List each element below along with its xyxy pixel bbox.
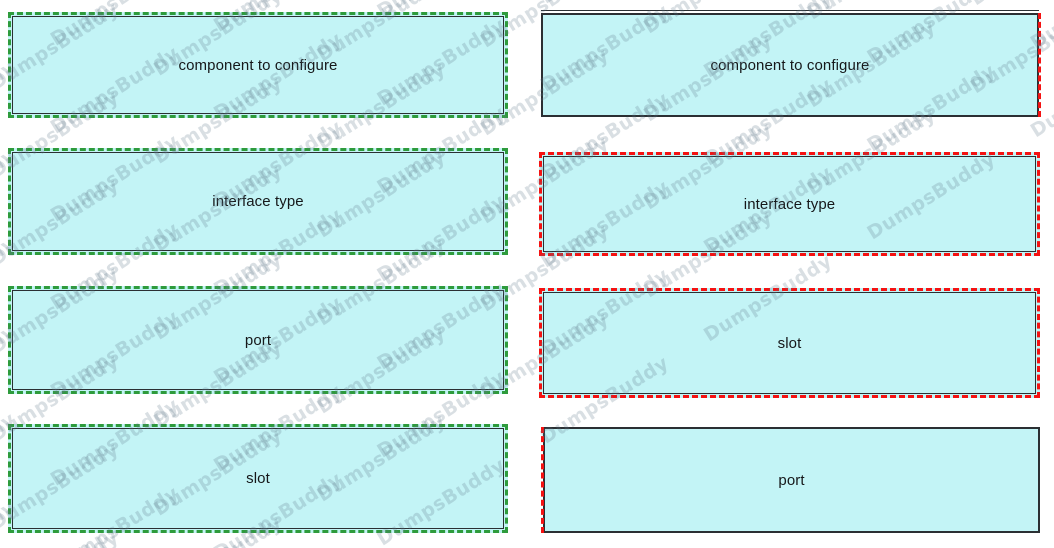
- drop-box-label: interface type: [212, 193, 304, 210]
- drop-box-left-slot[interactable]: slot: [8, 424, 508, 533]
- drop-box-left-component-to-configure[interactable]: component to configure: [8, 12, 508, 118]
- red-dashed-left-edge: [541, 427, 544, 533]
- drop-box-right-interface-type[interactable]: interface type: [539, 152, 1040, 256]
- drop-box-label: slot: [246, 470, 270, 487]
- drop-box-label: slot: [777, 334, 802, 352]
- drop-box-left-interface-type[interactable]: interface type: [8, 148, 508, 255]
- drop-box-label: component to configure: [178, 56, 338, 74]
- drop-box-label: interface type: [743, 195, 836, 213]
- drop-box-label: component to configure: [710, 56, 870, 74]
- drop-box-left-port[interactable]: port: [8, 286, 508, 394]
- drop-box-right-component-to-configure[interactable]: component to configure: [541, 10, 1041, 117]
- drop-box-right-port[interactable]: port: [541, 427, 1040, 533]
- red-dashed-right-edge: [1038, 13, 1041, 117]
- drop-box-label: port: [778, 471, 805, 489]
- box-top-double-rule: [541, 10, 1039, 11]
- drop-box-right-slot[interactable]: slot: [539, 288, 1040, 398]
- drop-box-label: port: [244, 331, 272, 349]
